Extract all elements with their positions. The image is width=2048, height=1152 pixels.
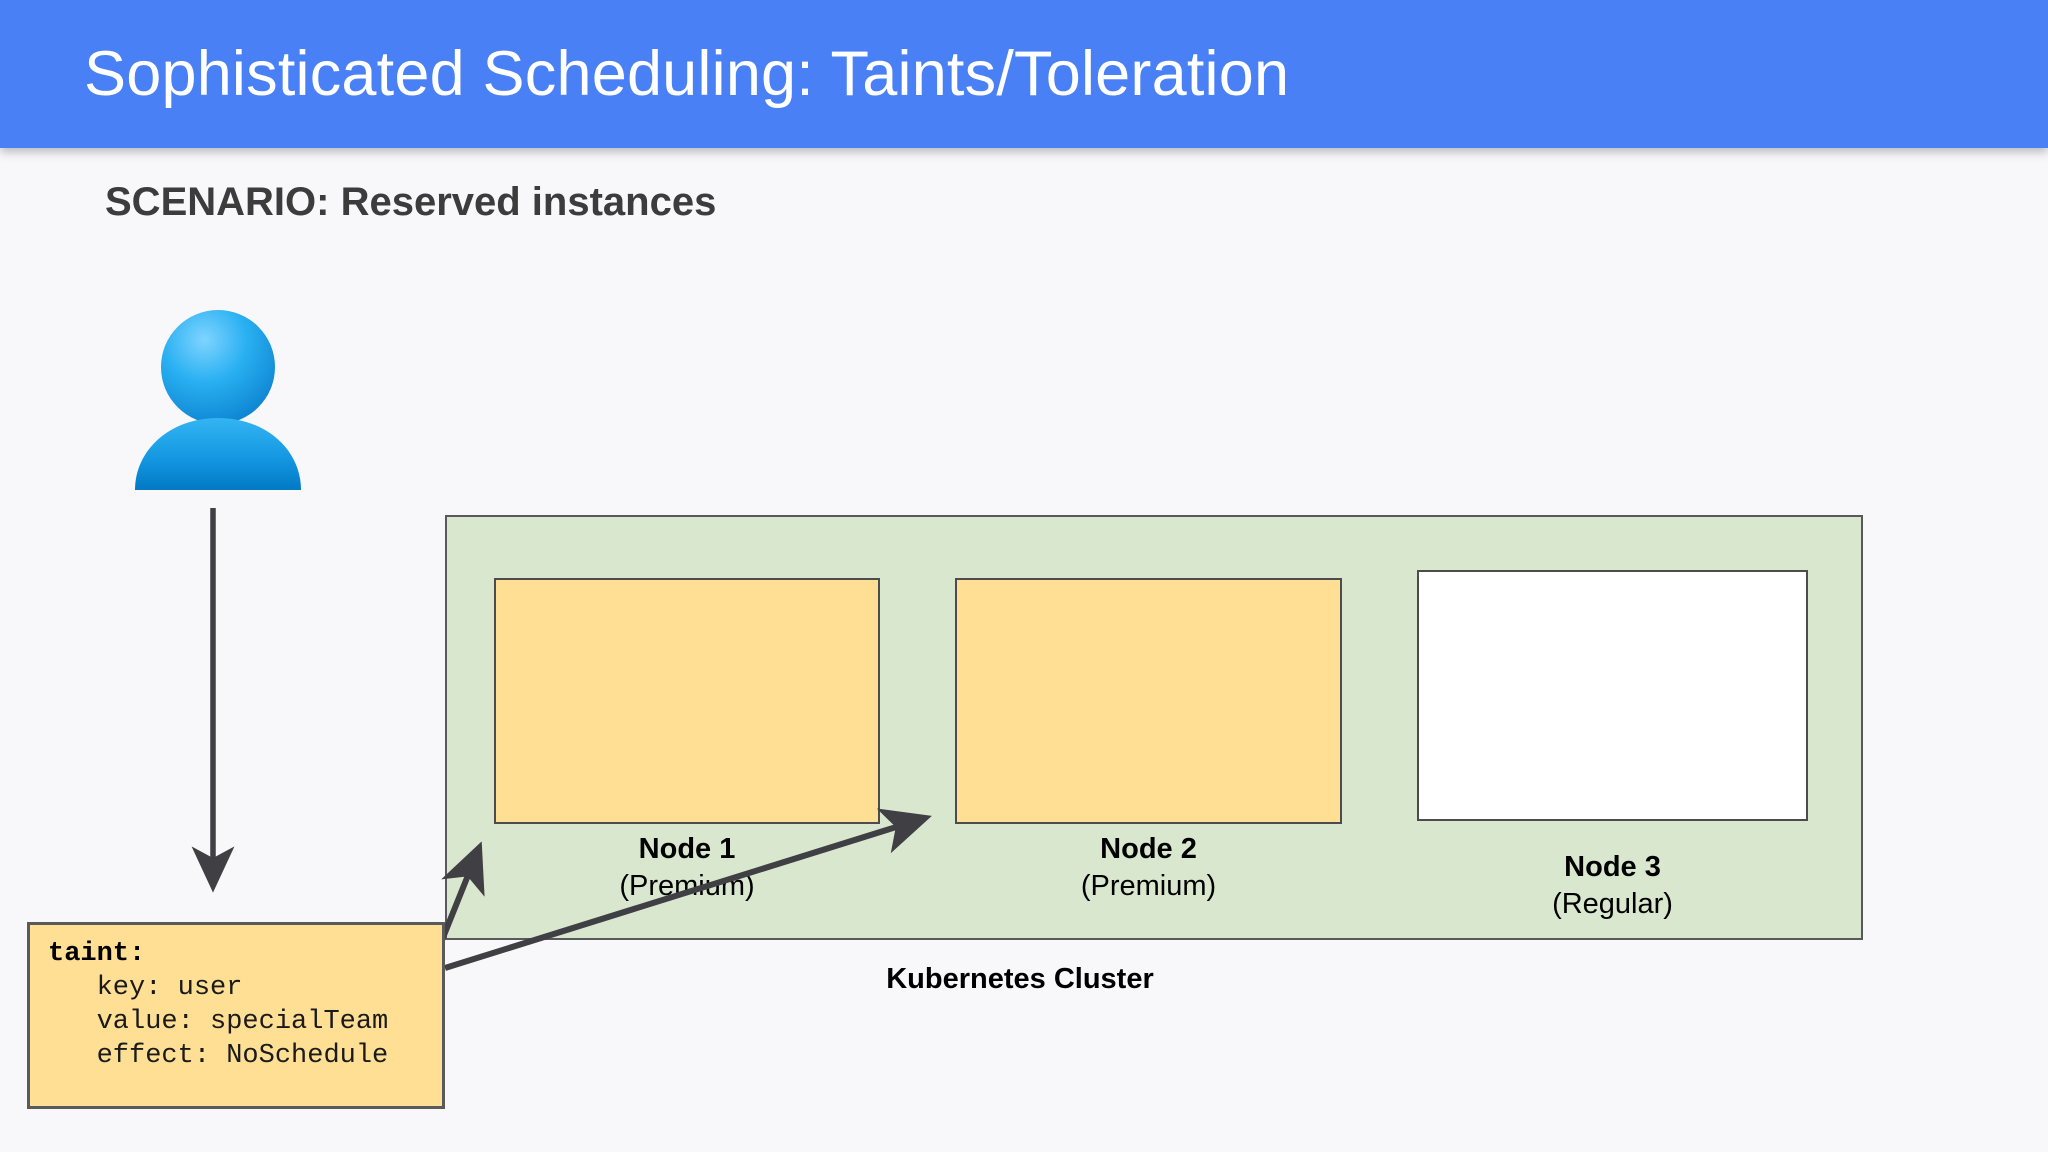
slide-header-bar: Sophisticated Scheduling: Taints/Tolerat… xyxy=(0,0,2048,148)
taint-line-value: value: specialTeam xyxy=(48,1007,389,1037)
scenario-heading: SCENARIO: Reserved instances xyxy=(105,180,717,224)
taint-line-effect: effect: NoSchedule xyxy=(48,1041,389,1071)
node-2-label: Node 2 xyxy=(1100,833,1197,865)
node-3-box xyxy=(1417,570,1808,821)
taint-line-key: key: user xyxy=(48,973,243,1003)
taint-title: taint: xyxy=(48,939,146,969)
node-3-sublabel: (Regular) xyxy=(1552,888,1673,920)
node-1-box xyxy=(494,578,880,824)
page-title: Sophisticated Scheduling: Taints/Tolerat… xyxy=(84,39,1290,109)
cluster-caption: Kubernetes Cluster xyxy=(886,963,1154,995)
node-2-box xyxy=(955,578,1342,824)
node-1-label: Node 1 xyxy=(638,833,736,865)
taint-spec-box[interactable]: taint: key: user value: specialTeam effe… xyxy=(27,922,445,1109)
user-avatar-icon xyxy=(133,300,303,490)
node-1-sublabel: (Premium) xyxy=(619,870,755,902)
node-3-label: Node 3 xyxy=(1564,851,1661,883)
taint-spec-code: taint: key: user value: specialTeam effe… xyxy=(48,937,388,1073)
node-2-sublabel: (Premium) xyxy=(1080,870,1217,902)
